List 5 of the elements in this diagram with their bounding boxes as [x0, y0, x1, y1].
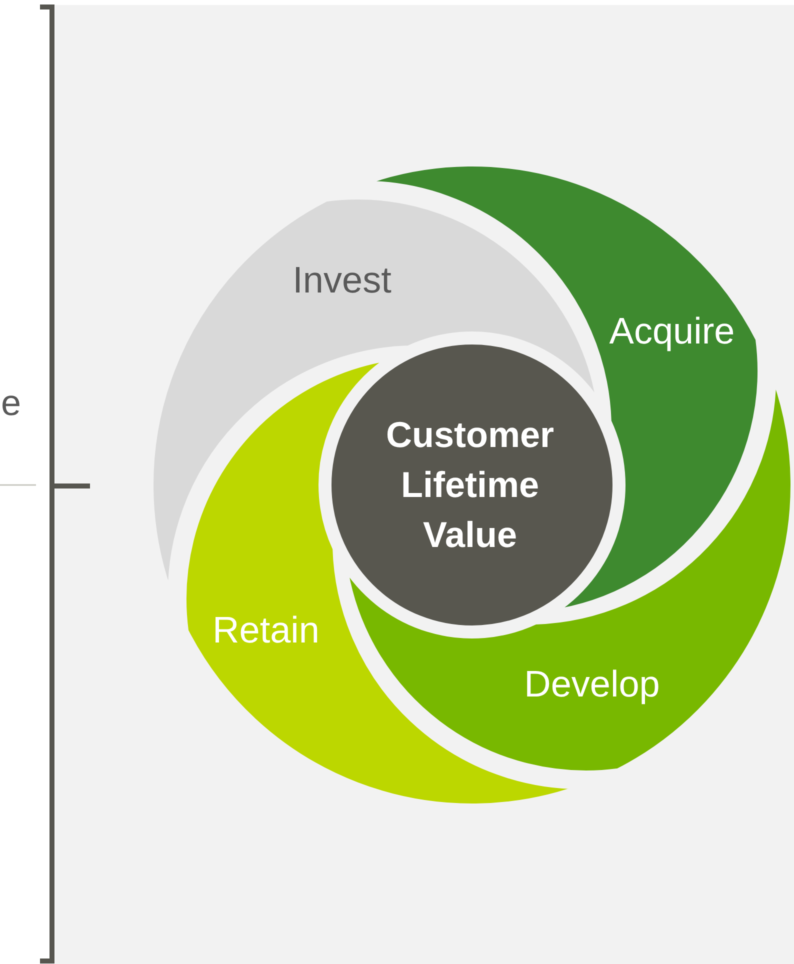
segment-label: Invest [292, 260, 392, 302]
segment-label: Develop [524, 664, 660, 706]
cut-off-text: e [1, 385, 22, 421]
segment-label: Acquire [609, 312, 735, 352]
segment-label: Retain [212, 610, 320, 652]
